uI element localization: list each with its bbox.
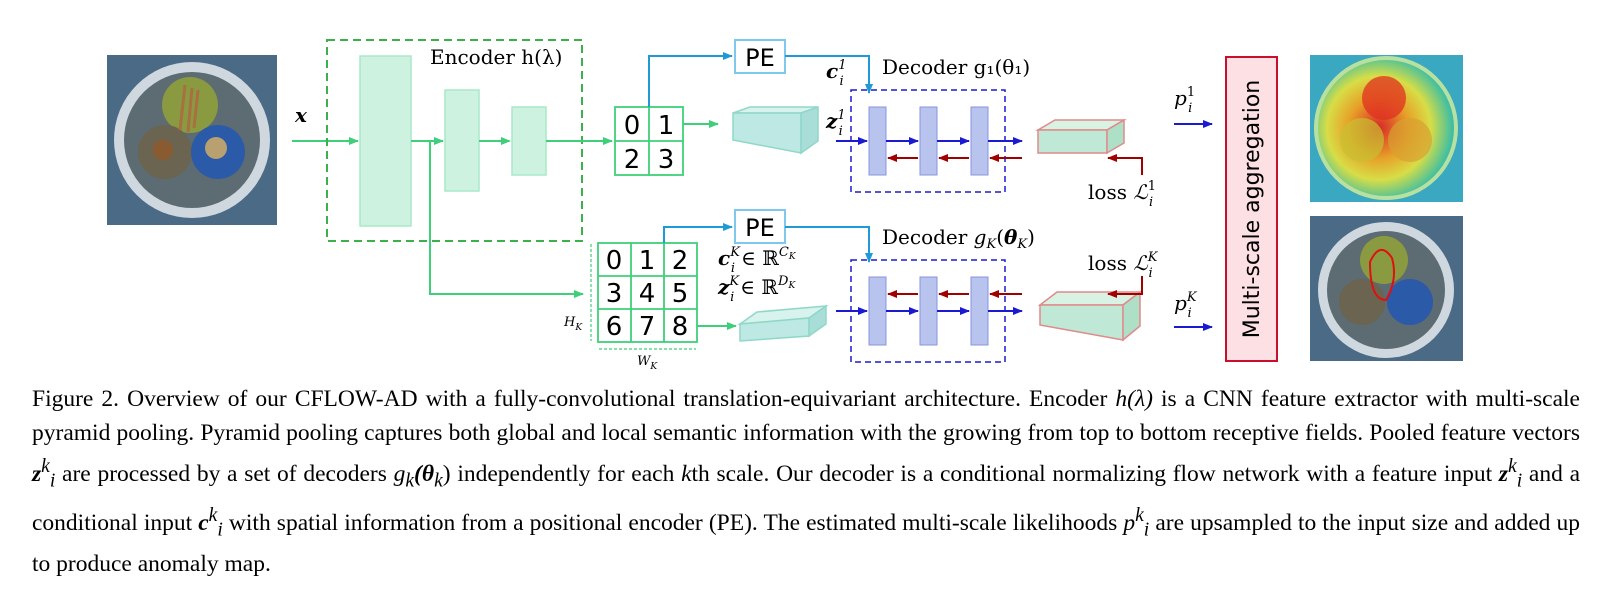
grid-cell: 4	[639, 279, 656, 309]
anomaly-heatmap-image	[1310, 55, 1463, 202]
grid-cell: 0	[624, 111, 641, 141]
bottom-feature-vector	[737, 304, 829, 342]
aggregation-label: Multi-scale aggregation	[1240, 80, 1265, 339]
grid-cell: 8	[672, 312, 689, 342]
input-x-label: x	[294, 103, 308, 127]
h-dimension-label: HK	[563, 315, 583, 333]
figure-caption: Figure 2. Overview of our CFLOW-AD with …	[32, 382, 1580, 581]
grid-cell: 6	[606, 312, 623, 342]
grid-cell: 3	[658, 145, 675, 175]
encoder-block-1	[359, 55, 412, 227]
grid-cell: 0	[606, 246, 623, 276]
grid-cell: 1	[639, 246, 656, 276]
top-output-box	[1035, 118, 1127, 155]
top-feature-vector	[732, 105, 819, 155]
anomaly-segmentation-image	[1310, 216, 1463, 361]
aggregation-box	[1225, 56, 1278, 362]
grid-cell: 2	[624, 145, 641, 175]
decoder-bottom-label: Decoder gK(θK)	[882, 225, 1035, 252]
caption-paragraph: Figure 2. Overview of our CFLOW-AD with …	[32, 386, 1580, 578]
top-position-grid: 0 1 2 3	[614, 106, 684, 176]
pe-box-top	[734, 39, 786, 74]
grid-cell: 2	[672, 246, 689, 276]
encoder-label: Encoder h(λ)	[430, 45, 562, 69]
bottom-output-box	[1037, 290, 1143, 342]
encoder-block-3	[511, 106, 547, 176]
decoder-top-label: Decoder g₁(θ₁)	[882, 55, 1030, 79]
grid-cell: 1	[658, 111, 675, 141]
grid-cell: 3	[606, 279, 623, 309]
input-image	[107, 55, 277, 225]
grid-cell: 7	[639, 312, 656, 342]
pe-box-bottom	[734, 209, 786, 244]
grid-cell: 5	[672, 279, 689, 309]
encoder-block-2	[444, 89, 480, 192]
pe-label-bottom: PE	[745, 214, 775, 242]
bottom-position-grid: 0 1 2 3 4 5 6 7 8	[597, 242, 698, 343]
pe-label-top: PE	[745, 44, 775, 72]
w-dimension-label: WK	[637, 354, 658, 372]
